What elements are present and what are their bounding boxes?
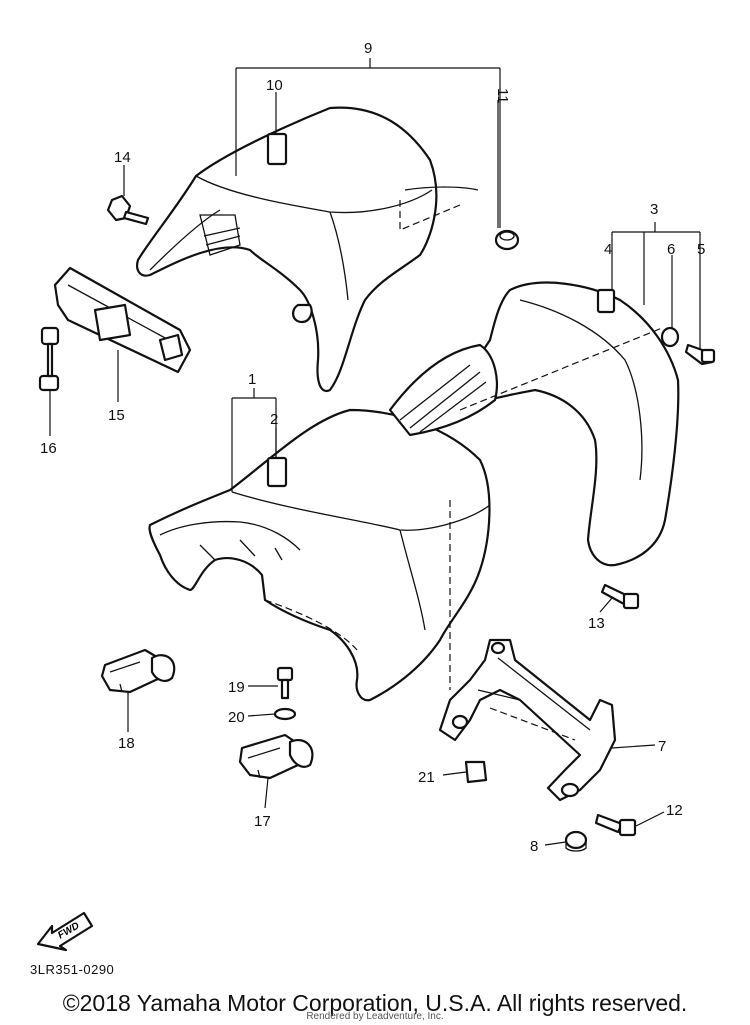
callout-4: 4 xyxy=(604,241,612,258)
callout-18: 18 xyxy=(118,735,135,752)
part-11-drawing xyxy=(494,229,520,251)
part-5-drawing xyxy=(684,343,716,366)
callout-19: 19 xyxy=(228,679,245,696)
diagram-code: 3LR351-0290 xyxy=(30,962,115,977)
callout-10: 10 xyxy=(266,77,283,94)
callout-9: 9 xyxy=(364,40,372,57)
passenger-seat-drawing xyxy=(136,106,479,393)
callout-3: 3 xyxy=(650,201,658,218)
copyright-notice: ©2018 Yamaha Motor Corporation, U.S.A. A… xyxy=(62,990,688,1016)
rider-seat-drawing xyxy=(148,408,491,702)
callout-21: 21 xyxy=(418,769,435,786)
callout-5: 5 xyxy=(697,241,705,258)
callout-12: 12 xyxy=(666,802,683,819)
callout-16: 16 xyxy=(40,440,57,457)
backrest-cover-drawing xyxy=(388,281,680,567)
callout-6: 6 xyxy=(667,241,675,258)
fwd-arrow-icon: FWD xyxy=(36,911,94,952)
part-16-drawing xyxy=(38,326,60,392)
part-20-drawing xyxy=(273,707,297,721)
callout-2: 2 xyxy=(270,411,278,428)
leader-lines xyxy=(49,58,701,846)
part-19-drawing xyxy=(276,666,294,700)
part-17-drawing xyxy=(238,733,314,780)
callout-labels: 9 10 11 14 3 4 6 5 1 2 15 16 13 19 20 18… xyxy=(40,40,705,855)
part-14-drawing xyxy=(106,194,150,226)
callout-11: 11 xyxy=(494,88,511,104)
callout-7: 7 xyxy=(658,738,666,755)
rendered-by-watermark: Rendered by Leadventure, Inc. xyxy=(306,1011,444,1022)
callout-13: 13 xyxy=(588,615,605,632)
part-6-drawing xyxy=(660,326,680,348)
part-8-drawing xyxy=(564,830,588,852)
part-12-drawing xyxy=(594,813,637,837)
part-15-drawing xyxy=(53,266,192,374)
callout-14: 14 xyxy=(114,149,131,166)
callout-8: 8 xyxy=(530,838,538,855)
part-21-drawing xyxy=(464,760,488,784)
callout-15: 15 xyxy=(108,407,125,424)
callout-17: 17 xyxy=(254,813,271,830)
callout-1: 1 xyxy=(248,371,256,388)
callout-20: 20 xyxy=(228,709,245,726)
part-18-drawing xyxy=(100,648,176,694)
part-7-drawing xyxy=(438,638,617,802)
part-13-drawing xyxy=(600,583,640,610)
